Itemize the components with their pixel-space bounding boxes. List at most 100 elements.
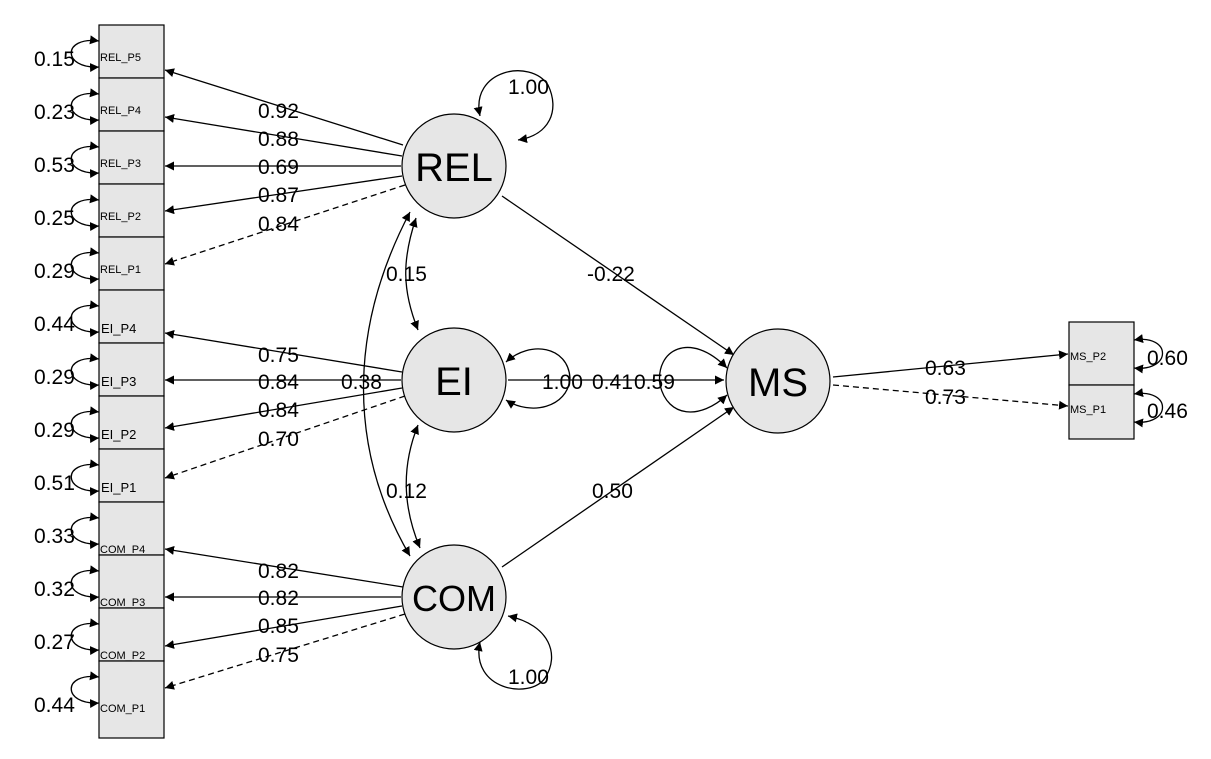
indicator-label: REL_P1 <box>100 264 141 276</box>
indicator-label: MS_P2 <box>1070 351 1106 363</box>
indicator-label: REL_P5 <box>100 52 141 64</box>
loading-value: 0.82 <box>258 560 299 583</box>
indicator-box-com-p3 <box>98 554 165 609</box>
ei-loading-arrows <box>164 330 406 480</box>
loading-value: 0.87 <box>258 184 299 207</box>
indicator-box-rel-p5 <box>98 24 165 79</box>
loading-value: 0.73 <box>925 386 966 409</box>
indicator-box-com-p4 <box>98 501 165 556</box>
loading-value: 0.75 <box>258 644 299 667</box>
covariance-value-rel-com: 0.38 <box>341 371 382 394</box>
error-value: 0.32 <box>34 578 75 601</box>
error-value: 0.29 <box>34 419 75 442</box>
latent-node-ei <box>401 327 507 433</box>
indicator-box-com-p2 <box>98 607 165 662</box>
indicator-label: COM_P4 <box>100 544 145 556</box>
indicator-label: REL_P2 <box>100 211 141 223</box>
path-value-ei-ms: 0.41 <box>592 371 633 394</box>
error-value: 0.51 <box>34 472 75 495</box>
error-loop <box>70 194 100 231</box>
structural-paths <box>501 195 735 568</box>
error-value: 0.25 <box>34 207 75 230</box>
path-rel-ms <box>501 195 735 356</box>
latent-variance-loops <box>473 70 728 690</box>
latent-label-com: COM <box>412 578 496 619</box>
covariance-value-rel-ei: 0.15 <box>386 263 427 286</box>
latent-label-ei: EI <box>435 360 473 404</box>
indicator-box-rel-p2 <box>98 183 165 238</box>
error-loop <box>70 35 100 72</box>
error-value: 0.29 <box>34 366 75 389</box>
loading-value: 0.84 <box>258 213 299 236</box>
ms-loading-arrows <box>832 350 1069 410</box>
latent-label-ms: MS <box>748 361 808 405</box>
error-loop <box>70 512 100 549</box>
latent-node-com <box>401 544 507 650</box>
error-value: 0.44 <box>34 313 75 336</box>
loading-arrow <box>164 114 403 157</box>
error-loop <box>70 671 100 708</box>
indicator-box-rel-p3 <box>98 130 165 185</box>
loading-arrow <box>164 68 404 146</box>
indicator-box-com-p1 <box>98 660 165 739</box>
indicator-label: REL_P4 <box>100 105 141 117</box>
error-loop <box>70 247 100 284</box>
indicator-box-rel-p4 <box>98 77 165 132</box>
loading-arrow <box>164 387 403 431</box>
loading-value: 0.75 <box>258 344 299 367</box>
indicator-box-ei-p2 <box>98 395 165 450</box>
error-value: 0.23 <box>34 101 75 124</box>
indicator-label: EI_P3 <box>101 374 136 389</box>
loading-value: 0.69 <box>258 156 299 179</box>
indicator-box-ei-p4 <box>98 289 165 344</box>
error-loop-ms-p2 <box>1133 334 1163 374</box>
error-variance-loops <box>70 35 100 708</box>
error-value: 0.15 <box>34 48 75 71</box>
loading-arrow <box>164 395 406 480</box>
latent-node-rel <box>401 113 507 219</box>
error-loop <box>70 141 100 178</box>
path-value-com-ms: 0.50 <box>592 480 633 503</box>
error-loop <box>70 406 100 443</box>
indicator-label: EI_P4 <box>101 321 136 336</box>
loading-value: 0.63 <box>925 357 966 380</box>
loading-value: 0.70 <box>258 428 299 451</box>
indicator-label: COM_P3 <box>100 597 145 609</box>
error-variance-values: 0.15 0.23 0.53 0.25 0.29 0.44 0.29 0.29 … <box>34 48 75 717</box>
variance-loop-rel <box>473 70 554 144</box>
ms-indicator-column: MS_P2 MS_P1 0.60 0.46 <box>1068 321 1188 440</box>
latent-label-rel: REL <box>415 146 493 190</box>
error-value: 0.33 <box>34 525 75 548</box>
structural-values: 0.15 0.12 0.38 1.00 1.00 1.00 0.59 -0.22… <box>341 76 675 689</box>
loading-value: 0.82 <box>258 587 299 610</box>
rel-loading-arrows <box>164 68 406 266</box>
latent-nodes: REL EI COM MS <box>401 113 831 650</box>
path-value-rel-ms: -0.22 <box>587 263 635 286</box>
error-loop <box>70 88 100 125</box>
indicator-label: REL_P3 <box>100 158 141 170</box>
indicator-label: EI_P2 <box>101 427 136 442</box>
latent-node-ms <box>725 328 831 434</box>
variance-value-com: 1.00 <box>508 666 549 689</box>
indicator-label: COM_P2 <box>100 650 145 662</box>
indicator-label: COM_P1 <box>100 703 145 715</box>
error-loop-ms-p1 <box>1133 388 1163 428</box>
loading-arrow <box>164 330 403 373</box>
error-loop <box>70 459 100 496</box>
error-loop <box>70 353 100 390</box>
loading-value: 0.84 <box>258 399 299 422</box>
covariance-value-ei-com: 0.12 <box>386 480 427 503</box>
loading-arrow <box>164 605 403 649</box>
residual-value-ms: 0.59 <box>634 371 675 394</box>
indicator-box-ms-p1 <box>1068 384 1135 440</box>
loading-arrow <box>164 175 403 215</box>
loading-arrow-ms-p2 <box>832 350 1069 378</box>
variance-value-rel: 1.00 <box>508 76 549 99</box>
error-value: 0.53 <box>34 154 75 177</box>
com-loading-arrows <box>164 545 406 690</box>
residual-loop-ms <box>658 346 728 413</box>
loading-arrow <box>164 613 406 690</box>
error-loop <box>70 565 100 602</box>
